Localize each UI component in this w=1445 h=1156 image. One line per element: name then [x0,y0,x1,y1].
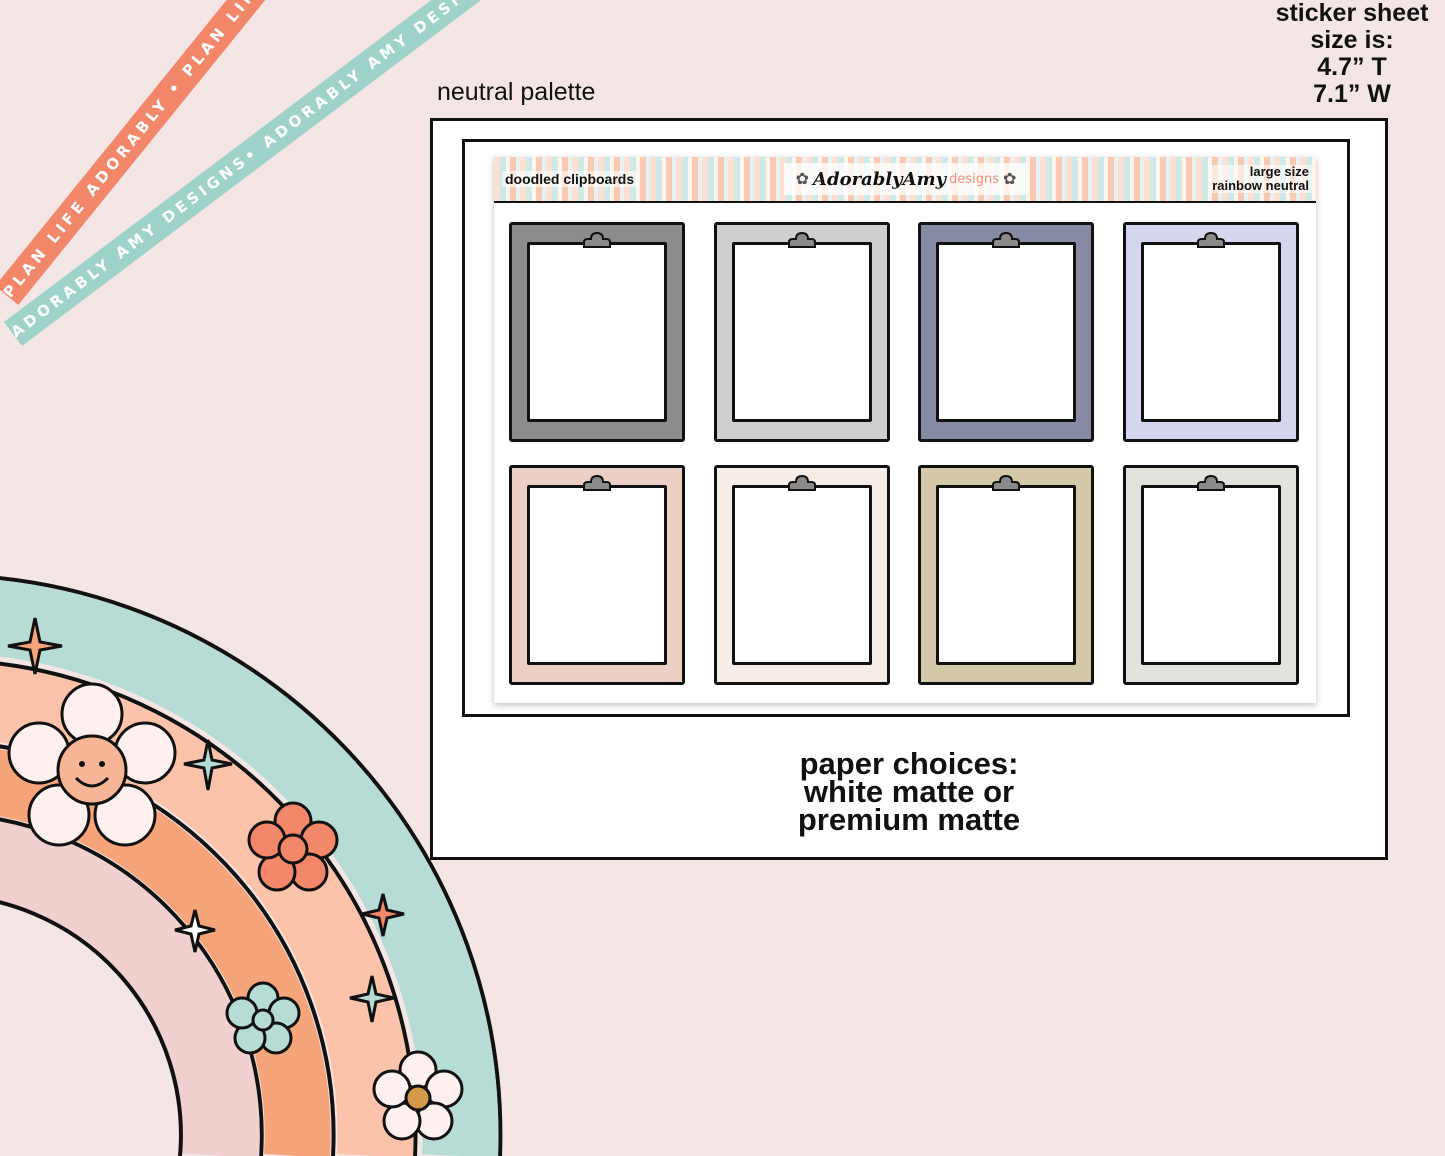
brand-logo: ✿ AdorablyAmy designs ✿ [784,163,1028,195]
clipboard-sticker [918,222,1094,442]
clipboard-sticker [714,222,890,442]
flower-icon: ✿ [795,171,810,188]
sticker-sheet: doodled clipboards ✿ AdorablyAmy designs… [494,157,1316,703]
clip-icon [992,231,1020,248]
sparkle-icon [349,975,395,1023]
clipboard-paper [527,485,667,665]
logo-script: AdorablyAmy [813,168,947,190]
clip-icon [583,231,611,248]
smiley-flower-icon [7,682,177,847]
sparkle-icon [361,893,405,937]
clipboard-sticker [509,222,685,442]
clipboard-paper [936,242,1076,422]
clip-icon [992,474,1020,491]
clipboard-sticker [1123,222,1299,442]
size-label-line-2: rainbow neutral [1212,178,1309,193]
clipboard-paper [732,485,872,665]
paper-choices: paper choices: white matte or premium ma… [430,746,1388,837]
sparkle-icon [183,739,233,791]
sheet-header: doodled clipboards ✿ AdorablyAmy designs… [494,157,1316,203]
decorative-rainbow [0,576,503,1156]
clip-icon [788,231,816,248]
sheet-size-label: large size rainbow neutral [1209,165,1312,193]
paper-choices-line-2: white matte or [803,774,1015,809]
teal-flower-icon [225,981,301,1055]
sparkle-icon [174,909,216,953]
clipboard-sticker [714,465,890,685]
flower-icon: ✿ [1002,171,1017,188]
size-line-2: size is: [1310,26,1394,54]
size-line-3: 4.7” T [1317,53,1387,81]
sparkle-icon [7,617,63,675]
size-line-1: sticker sheet [1275,0,1429,27]
clipboard-sticker [918,465,1094,685]
clipboard-paper [732,242,872,422]
size-label-line-1: large size [1249,164,1309,179]
clipboard-sticker [1123,465,1299,685]
paper-choices-line-1: paper choices: [799,746,1019,781]
clipboard-paper [527,242,667,422]
clip-icon [583,474,611,491]
clipboard-sticker [509,465,685,685]
palette-label: neutral palette [437,78,596,106]
clipboard-paper [1141,485,1281,665]
orange-flower-icon [247,801,339,892]
paper-choices-line-3: premium matte [797,802,1021,837]
clipboard-paper [1141,242,1281,422]
clip-icon [788,474,816,491]
sticker-size-info: sticker sheet size is: 4.7” T 7.1” W [1267,0,1437,108]
sheet-title: doodled clipboards [502,171,638,187]
size-line-4: 7.1” W [1313,80,1391,108]
clipboard-paper [936,485,1076,665]
clip-icon [1197,231,1225,248]
white-flower-icon [372,1050,464,1141]
clip-icon [1197,474,1225,491]
logo-small-text: designs [949,171,999,187]
